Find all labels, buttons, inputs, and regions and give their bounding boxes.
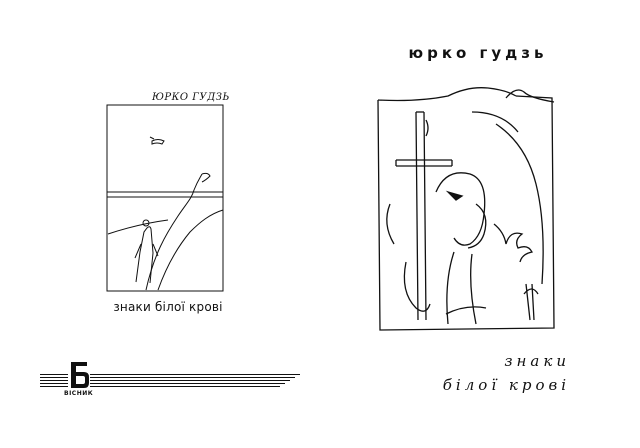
publisher-rule-lines bbox=[40, 374, 300, 388]
front-cover-title-line-2: білої крові bbox=[442, 376, 570, 394]
back-cover-title: знаки білої крові bbox=[113, 300, 223, 314]
publisher-logo-icon bbox=[68, 360, 90, 390]
front-cover-title-line-1: знаки bbox=[504, 352, 570, 370]
publisher-mark: ВІСНИК bbox=[40, 360, 300, 400]
back-cover: ЮРКО ГУДЗЬ знаки білої крові bbox=[40, 92, 300, 400]
front-cover-illustration bbox=[377, 87, 555, 331]
publisher-name: ВІСНИК bbox=[64, 390, 94, 397]
back-cover-author: ЮРКО ГУДЗЬ bbox=[152, 92, 230, 103]
front-cover: юрко гудзь bbox=[320, 0, 640, 448]
back-cover-illustration bbox=[106, 104, 224, 292]
front-cover-author: юрко гудзь bbox=[408, 44, 548, 62]
